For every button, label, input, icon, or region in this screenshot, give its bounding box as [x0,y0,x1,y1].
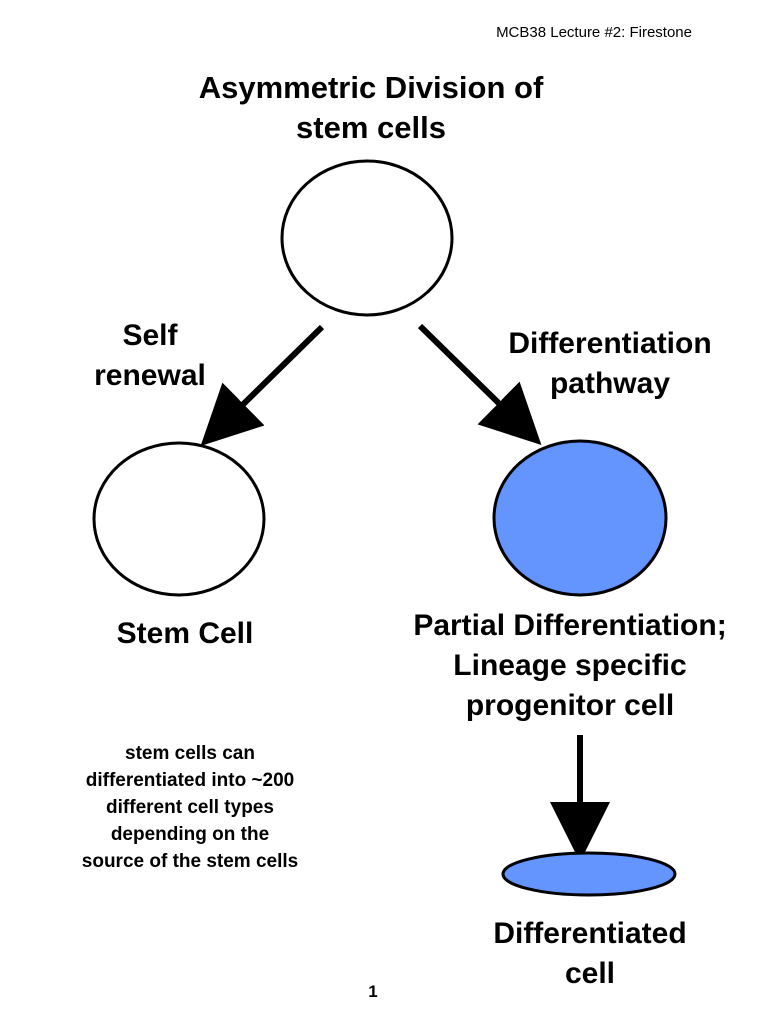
progenitor-cell [492,439,668,597]
title-line: stem cells [296,110,446,145]
note-line: differentiated into ~200 [85,770,295,791]
note-line: depending on the [110,824,270,845]
self-renewal-arrow [200,324,325,446]
differentiation-arrow [417,323,542,445]
parent-stem-cell [280,159,454,317]
differentiated-cell [501,851,677,897]
lecture-header: MCB38 Lecture #2: Firestone [496,24,692,41]
differentiation-pathway-label: Differentiation pathway [470,324,750,404]
note-line: source of the stem cells [81,851,299,872]
differentiated-cell-label: Differentiated cell [440,914,740,994]
title-line: Asymmetric Division of [198,70,544,105]
progenitor-label-line: Lineage specific [453,649,687,682]
stem-cell-label: Stem Cell [116,617,254,650]
stem-cell-note: stem cells can differentiated into ~200 … [40,740,340,875]
differentiated-label-line: cell [564,957,616,990]
differentiation-pathway-label-line: Differentiation [508,327,712,360]
differentiation-pathway-label-line: pathway [549,367,671,400]
page-number: 1 [368,982,378,1001]
note-line: stem cells can [125,743,255,764]
progenitor-label-line: Partial Differentiation; [413,609,727,642]
daughter-stem-cell [92,441,266,597]
progenitor-label-line: progenitor cell [465,689,675,722]
note-line: different cell types [106,797,274,818]
differentiated-label-line: Differentiated [493,917,687,950]
progenitor-cell-label: Partial Differentiation; Lineage specifi… [370,606,768,726]
diagram-title: Asymmetric Division of stem cells [0,68,742,148]
self-renewal-label-line: Self [122,319,178,352]
self-renewal-label: Self renewal [60,316,240,396]
self-renewal-label-line: renewal [94,359,206,392]
